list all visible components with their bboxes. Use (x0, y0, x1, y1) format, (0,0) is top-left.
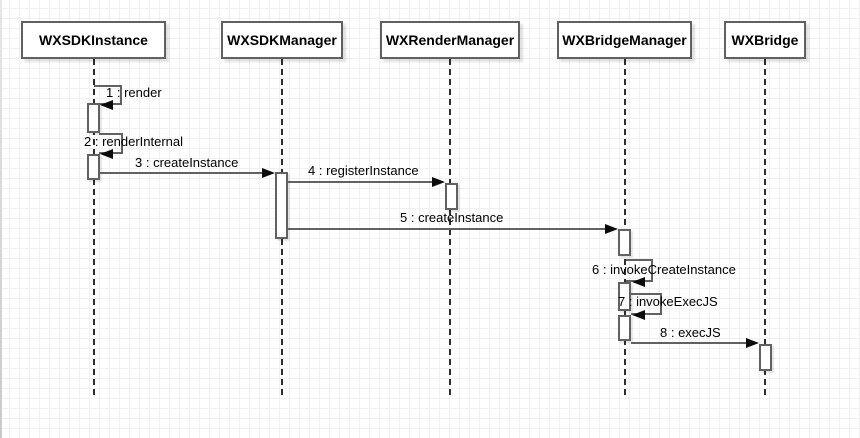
participant-label: WXSDKManager (227, 32, 337, 48)
lifeline-wxbridge (764, 59, 766, 395)
participant-box-wxsdkinstance: WXSDKInstance (21, 21, 166, 59)
message-4-arrowhead-icon (432, 177, 445, 187)
canvas-left-edge (0, 0, 2, 438)
activation-bar-7 (618, 315, 631, 341)
message-4-line (287, 181, 432, 183)
activation-bar-1 (87, 103, 100, 133)
message-5-line (287, 228, 605, 230)
participant-box-wxbridgemanager: WXBridgeManager (557, 21, 692, 59)
message-8-line (631, 342, 746, 344)
message-1-label: 1 : render (106, 85, 162, 100)
message-7-label: 7 : invokeExecJS (618, 294, 718, 309)
activation-bar-6 (618, 282, 631, 311)
message-5-label: 5 : createInstance (400, 210, 504, 225)
participant-box-wxbridge: WXBridge (724, 21, 806, 59)
participant-box-wxsdkmanager: WXSDKManager (221, 21, 343, 59)
participant-label: WXRenderManager (385, 32, 515, 48)
message-3-line (99, 172, 262, 174)
message-8-label: 8 : execJS (660, 325, 721, 340)
message-7-arrowhead-icon (632, 310, 645, 320)
message-2-arrowhead-icon (100, 149, 113, 159)
message-4-label: 4 : registerInstance (308, 163, 419, 178)
activation-bar-3 (275, 172, 288, 239)
lifeline-wxbridgemanager (623, 59, 626, 395)
message-3-arrowhead-icon (262, 168, 275, 178)
lifeline-wxsdkinstance (92, 59, 95, 395)
activation-bar-8 (759, 344, 772, 371)
message-6-label: 6 : invokeCreateInstance (592, 262, 736, 277)
message-7-self-loop (631, 293, 662, 315)
participant-label: WXBridge (731, 32, 799, 48)
activation-bar-5 (618, 229, 631, 256)
lifeline-wxrendermanager (449, 59, 451, 395)
message-6-arrowhead-icon (632, 277, 645, 287)
activation-bar-4 (445, 183, 458, 210)
message-5-arrowhead-icon (605, 224, 618, 234)
message-2-label: 2 : renderInternal (84, 134, 184, 149)
participant-box-wxrendermanager: WXRenderManager (380, 21, 520, 59)
participant-label: WXSDKInstance (39, 32, 148, 48)
message-3-label: 3 : createInstance (135, 155, 239, 170)
message-1-arrowhead-icon (100, 100, 113, 110)
activation-bar-2 (87, 154, 100, 180)
participant-label: WXBridgeManager (562, 32, 687, 48)
message-8-arrowhead-icon (746, 338, 759, 348)
